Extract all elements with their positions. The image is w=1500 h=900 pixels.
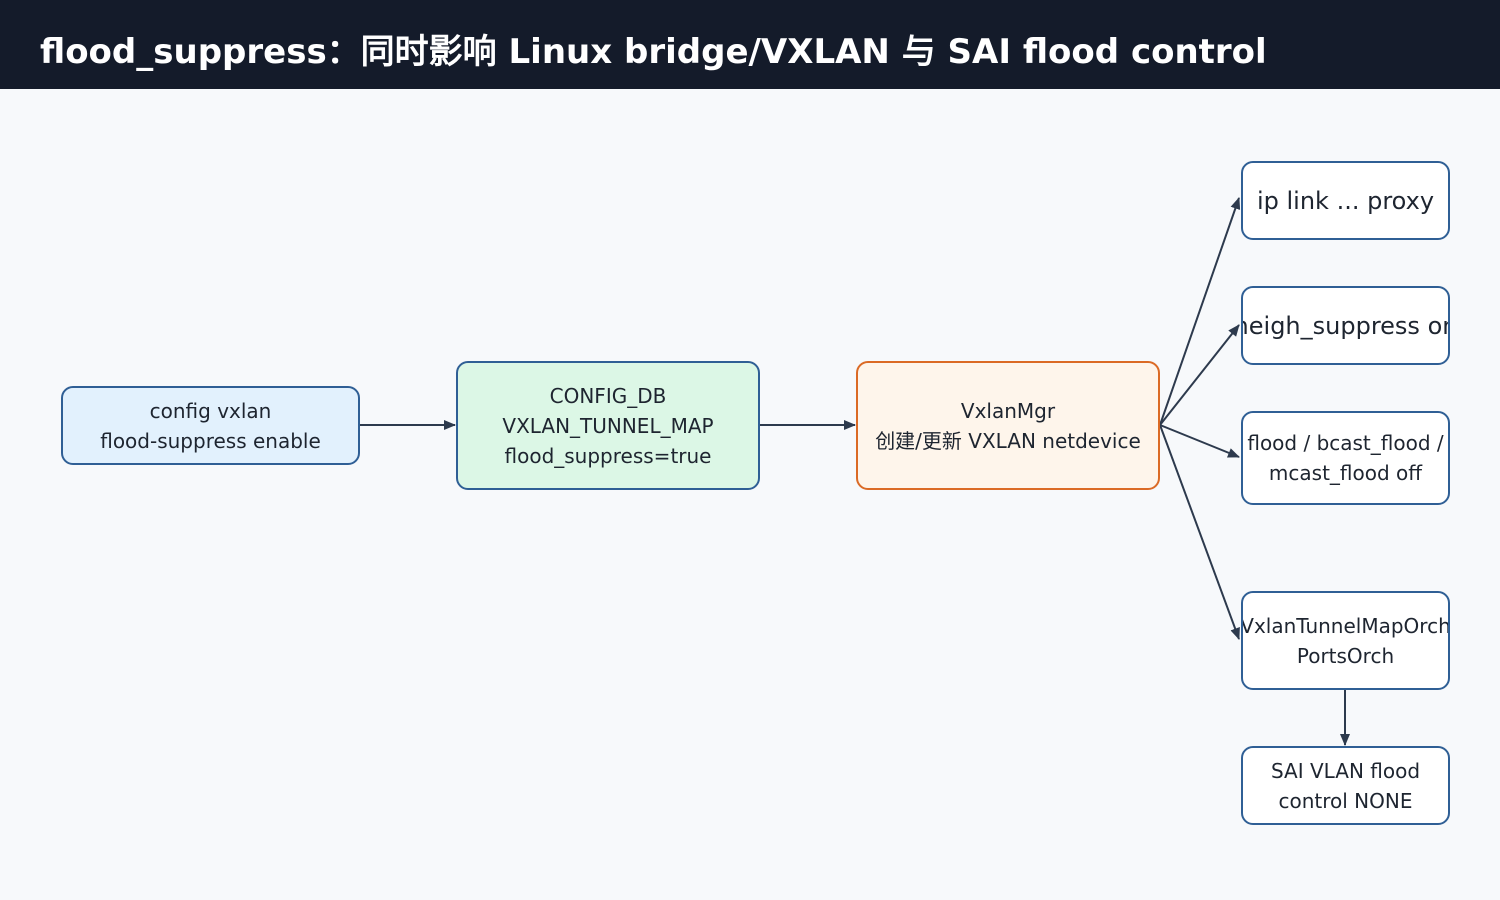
node-line: flood-suppress enable [100,428,321,453]
node-line: VXLAN_TUNNEL_MAP [502,413,714,438]
node-line: neigh_suppress on [1241,311,1450,340]
node-line: ip link ... proxy [1256,186,1435,215]
edge-vxlanmgr-to-flood [1159,424,1240,458]
node-line: 创建/更新 VXLAN netdevice [875,428,1141,453]
header-bar: flood_suppress：同时影响 Linux bridge/VXLAN 与… [0,0,1500,89]
vxlanmgr-node: VxlanMgr 创建/更新 VXLAN netdevice [856,361,1160,490]
ip-link-proxy-node: ip link ... proxy [1241,161,1450,240]
node-line: VxlanTunnelMapOrch [1241,613,1450,638]
edge-vxlanmgr-to-neigh [1159,324,1240,426]
sai-flood-control-node: SAI VLAN flood control NONE [1241,746,1450,825]
node-line: VxlanMgr [960,398,1056,423]
node-line: SAI VLAN flood [1270,758,1421,783]
page-title: flood_suppress：同时影响 Linux bridge/VXLAN 与… [40,32,1267,72]
orch-node: VxlanTunnelMapOrch PortsOrch [1241,591,1450,690]
flood-off-node: flood / bcast_flood / mcast_flood off [1241,411,1450,505]
node-line: config vxlan [149,398,272,423]
node-line: PortsOrch [1296,643,1395,668]
node-line: CONFIG_DB [549,383,667,408]
node-line: mcast_flood off [1268,461,1423,485]
config-db-node: CONFIG_DB VXLAN_TUNNEL_MAP flood_suppres… [456,361,760,490]
node-line: flood / bcast_flood / [1247,431,1444,455]
node-line: flood_suppress=true [504,443,712,468]
node-line: control NONE [1278,788,1413,813]
edge-vxlanmgr-to-orch [1159,424,1240,640]
config-vxlan-cli-node: config vxlan flood-suppress enable [61,386,360,465]
neigh-suppress-node: neigh_suppress on [1241,286,1450,365]
edge-vxlanmgr-to-proxy [1159,197,1241,426]
